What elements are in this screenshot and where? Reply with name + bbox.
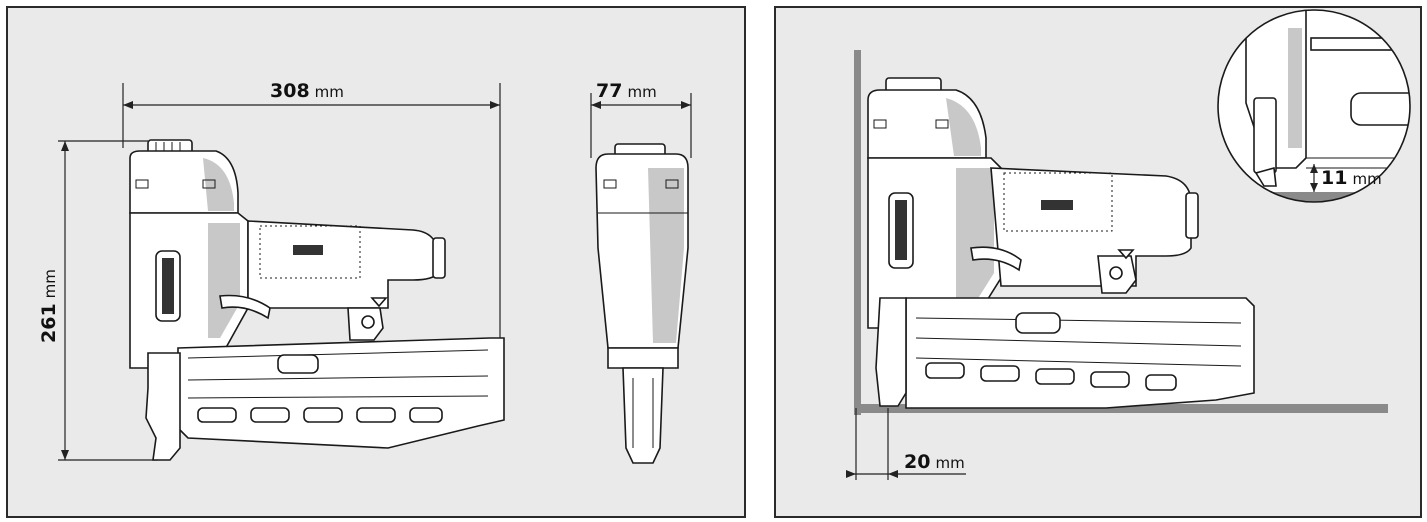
height-dimension: 261mm [38,140,158,461]
height-label: 261mm [38,269,60,343]
nailer-working-view [867,77,1255,409]
wall [854,50,861,415]
nailer-side-view [129,139,505,461]
floor [854,404,1388,413]
nailer-front-view [595,143,689,464]
